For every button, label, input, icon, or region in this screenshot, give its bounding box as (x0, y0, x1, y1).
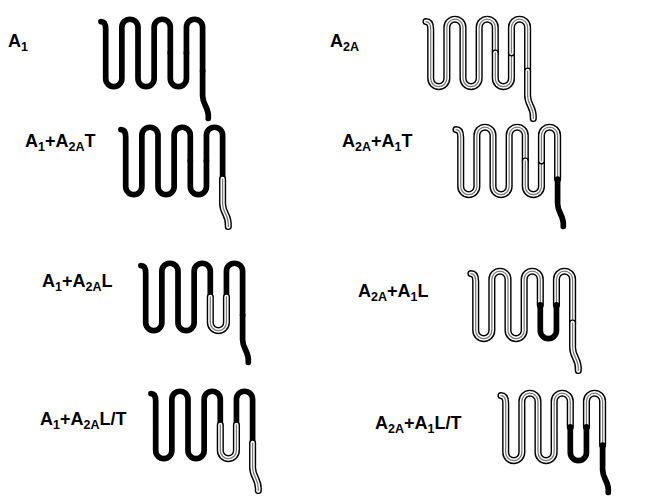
subscript: 2A (68, 140, 84, 154)
label-part: L/T (434, 413, 461, 433)
subscript: 2A (83, 418, 99, 432)
subscript: 1 (38, 140, 45, 154)
label-part: L (101, 271, 112, 291)
receptor-label: A2A+A1L (358, 280, 428, 302)
label-part: +A (371, 131, 395, 151)
receptor-snake (501, 393, 608, 492)
label-part: A (330, 31, 343, 51)
label-part: +A (45, 131, 69, 151)
receptor-label: A2A (330, 30, 359, 52)
label-part: L/T (99, 409, 126, 429)
subscript: 1 (21, 40, 28, 54)
subscript: 1 (55, 280, 62, 294)
label-part: A (25, 131, 38, 151)
label-part: T (401, 131, 412, 151)
receptor-label: A2A+A1L/T (375, 412, 461, 434)
receptor-label: A1+A2AL (42, 270, 112, 292)
subscript: 1 (395, 140, 402, 154)
receptor-snake (426, 19, 533, 118)
receptor-snake (471, 271, 578, 370)
subscript: 2A (85, 280, 101, 294)
label-part: L (417, 281, 428, 301)
receptor-label: A1+A2AL/T (40, 408, 126, 430)
subscript: 2A (388, 422, 404, 436)
receptor-snake (101, 19, 208, 118)
receptor-label: A1+A2AT (25, 130, 95, 152)
receptor-snake (151, 391, 258, 490)
receptor-snake (456, 127, 563, 226)
label-part: T (84, 131, 95, 151)
label-part: +A (62, 271, 86, 291)
label-part: +A (60, 409, 84, 429)
label-part: A (40, 409, 53, 429)
receptor-label: A2A+A1T (342, 130, 412, 152)
receptor-snake (121, 127, 228, 226)
label-part: +A (404, 413, 428, 433)
subscript: 1 (53, 418, 60, 432)
label-part: A (358, 281, 371, 301)
receptor-snake (141, 263, 248, 362)
label-part: A (375, 413, 388, 433)
subscript: 2A (371, 290, 387, 304)
label-part: A (42, 271, 55, 291)
subscript: 1 (411, 290, 418, 304)
subscript: 2A (355, 140, 371, 154)
label-part: +A (387, 281, 411, 301)
receptor-label: A1 (8, 30, 28, 52)
label-part: A (8, 31, 21, 51)
subscript: 2A (343, 40, 359, 54)
subscript: 1 (428, 422, 435, 436)
label-part: A (342, 131, 355, 151)
